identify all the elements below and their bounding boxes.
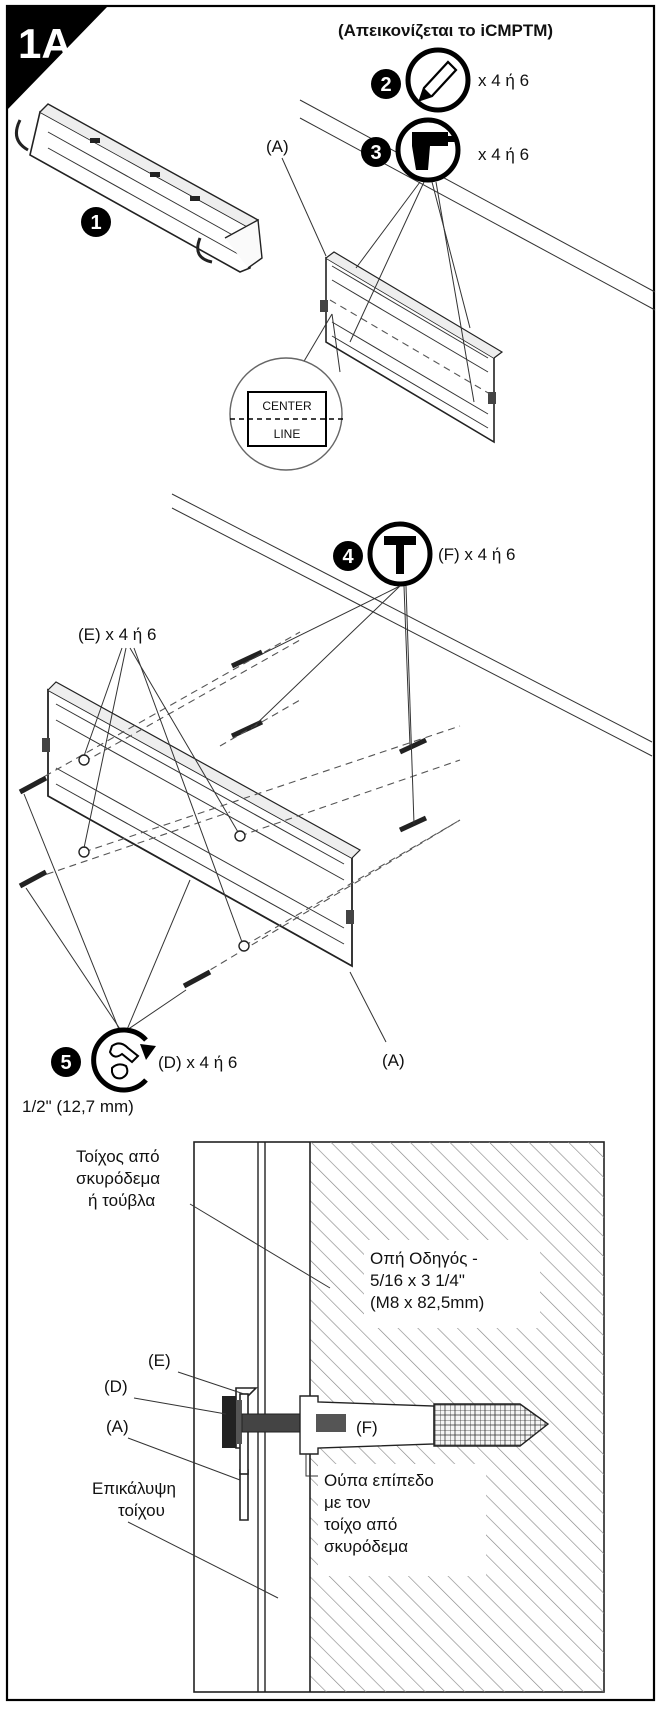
svg-text:σκυρόδεμα: σκυρόδεμα (76, 1169, 160, 1188)
alignment-lines (23, 631, 461, 983)
label-a-detail: (A) (106, 1417, 129, 1436)
label-f-detail: (F) (346, 1414, 396, 1438)
center-label: CENTER (262, 399, 312, 413)
pencil-icon (405, 47, 471, 113)
line-label: LINE (274, 427, 301, 441)
leader-lines-washers (83, 647, 243, 943)
svg-text:4: 4 (342, 546, 354, 568)
wall-edge-lines-top (299, 99, 656, 311)
svg-text:3: 3 (370, 142, 381, 164)
cross-section-detail (193, 1141, 605, 1693)
header-note: (Απεικονίζεται το iCMPTM) (338, 21, 553, 40)
leader-lines-wrench (23, 793, 191, 1033)
lag-bolts (18, 775, 212, 989)
label-a-top: (A) (266, 137, 289, 156)
wall-edge-lines-mid (171, 493, 653, 757)
step-2-marker: 2 (371, 69, 401, 99)
leader-lines-hammer (249, 585, 415, 825)
socket-size: 1/2" (12,7 mm) (22, 1097, 134, 1116)
wall-plate-top (320, 251, 504, 444)
svg-text:2: 2 (380, 74, 391, 96)
wall-anchors (230, 649, 428, 833)
label-e-detail: (E) (148, 1351, 171, 1370)
label-anchor-flush: Ούπα επίπεδο με τον τοίχο από σκυρόδεμα (318, 1464, 486, 1576)
leader-lines-top (349, 181, 475, 403)
drill-qty: x 4 ή 6 (478, 145, 529, 164)
svg-text:σκυρόδεμα: σκυρόδεμα (324, 1537, 408, 1556)
step-badge: 1A (7, 6, 108, 110)
svg-text:με τον: με τον (324, 1493, 371, 1512)
wrench-qty: (D) x 4 ή 6 (158, 1053, 237, 1072)
label-covering: Επικάλυψη τοίχου (92, 1479, 176, 1520)
bracket-icon (14, 103, 263, 273)
label-pilot-hole: Οπή Οδηγός - 5/16 x 3 1/4" (M8 x 82,5mm) (364, 1240, 540, 1328)
svg-text:1: 1 (90, 212, 101, 234)
svg-text:(M8 x 82,5mm): (M8 x 82,5mm) (370, 1293, 484, 1312)
drill-icon (395, 117, 461, 183)
step-1-marker: 1 (81, 207, 111, 237)
label-e-qty: (E) x 4 ή 6 (78, 625, 156, 644)
label-a-bottom: (A) (382, 1051, 405, 1070)
hammer-icon (367, 521, 433, 587)
center-line-magnifier: CENTER LINE (229, 313, 344, 471)
svg-text:(F): (F) (356, 1418, 378, 1437)
washers (78, 754, 250, 952)
step-5-marker: 5 (51, 1047, 81, 1077)
wrench-icon (91, 1027, 156, 1093)
label-wall: Τοίχος από σκυρόδεμα ή τούβλα (76, 1147, 160, 1210)
svg-text:ή τούβλα: ή τούβλα (88, 1191, 155, 1210)
label-d-detail: (D) (104, 1377, 128, 1396)
svg-text:Επικάλυψη: Επικάλυψη (92, 1479, 176, 1498)
svg-text:5: 5 (60, 1052, 71, 1074)
hammer-qty: (F) x 4 ή 6 (438, 545, 515, 564)
svg-text:Οπή Οδηγός -: Οπή Οδηγός - (370, 1249, 478, 1268)
svg-text:τοίχου: τοίχου (118, 1501, 165, 1520)
page-border (5, 4, 656, 1702)
step-id-label: 1A (18, 20, 72, 67)
step-3-marker: 3 (361, 137, 391, 167)
svg-text:5/16 x 3 1/4": 5/16 x 3 1/4" (370, 1271, 465, 1290)
step-4-marker: 4 (333, 541, 363, 571)
wall-plate-middle (42, 681, 361, 968)
pencil-qty: x 4 ή 6 (478, 71, 529, 90)
svg-text:Ούπα επίπεδο: Ούπα επίπεδο (324, 1471, 434, 1490)
svg-text:Τοίχος από: Τοίχος από (76, 1147, 160, 1166)
svg-text:τοίχο από: τοίχο από (324, 1515, 397, 1534)
